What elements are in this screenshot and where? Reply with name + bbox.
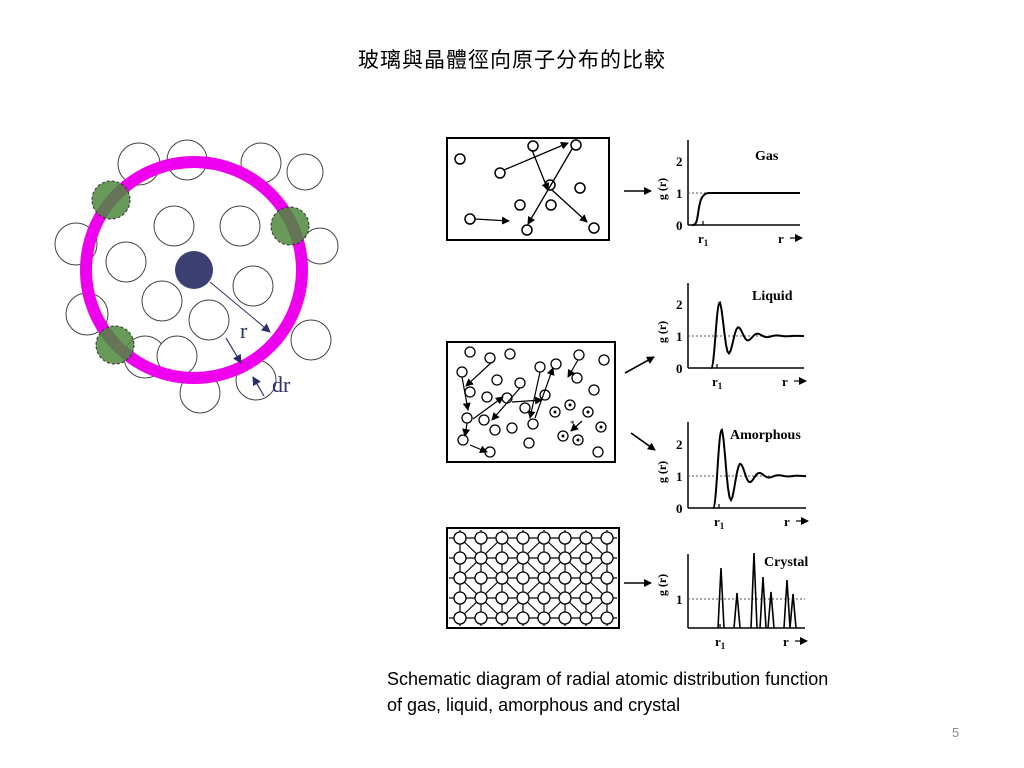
lattice-atom: [579, 531, 593, 545]
lattice-atom: [558, 591, 572, 605]
gas-ytick-2: 2: [676, 154, 683, 169]
page-number: 5: [952, 725, 960, 740]
lattice-atom: [516, 591, 530, 605]
gas-xlabel: r: [778, 231, 784, 246]
lattice-atom: [600, 531, 614, 545]
lattice-atom: [579, 591, 593, 605]
lattice-atom: [516, 571, 530, 585]
lattice-atom: [537, 591, 551, 605]
figure-caption: Schematic diagram of radial atomic distr…: [387, 666, 828, 718]
lattice-atom: [474, 591, 488, 605]
lattice-atom: [600, 611, 614, 625]
slide-title: 玻璃與晶體徑向原子分布的比較: [358, 48, 666, 72]
gas-r1-label: r1: [698, 231, 709, 248]
crystal-peak: [783, 579, 791, 629]
lattice-atom: [474, 611, 488, 625]
liquid-ytick-0: 0: [676, 361, 683, 376]
lattice-atom: [453, 571, 467, 585]
lattice-atom: [579, 611, 593, 625]
lattice-atom: [495, 531, 509, 545]
inner-atoms: [105, 205, 274, 377]
lattice-atom: [516, 551, 530, 565]
lattice-atom: [495, 591, 509, 605]
lattice-atom: [474, 531, 488, 545]
lattice-atom: [537, 611, 551, 625]
lattice-atom: [579, 551, 593, 565]
amorphous-ytick-0: 0: [676, 501, 683, 516]
amorphous-panel-name: Amorphous: [730, 428, 801, 443]
lattice-atom: [495, 571, 509, 585]
lattice-atom: [558, 531, 572, 545]
radial-shell-diagram: r dr: [54, 139, 339, 414]
crystal-peak: [759, 576, 767, 629]
amorphous-ylabel: g (r): [655, 461, 669, 483]
crystal-peak: [733, 592, 741, 629]
svg-text:*: *: [570, 419, 575, 429]
liquid-r1-label: r1: [712, 374, 723, 391]
liquid-ytick-2: 2: [676, 297, 683, 312]
amorphous-gr-curve: [712, 428, 806, 509]
amorphous-xlabel: r: [784, 514, 790, 529]
connector-arrows: [624, 187, 656, 587]
caption-line-2: of gas, liquid, amorphous and crystal: [387, 695, 681, 715]
caption-line-1: Schematic diagram of radial atomic distr…: [387, 669, 829, 689]
gas-box: [446, 137, 610, 241]
gas-ylabel: g (r): [655, 178, 669, 200]
lattice-atom: [453, 611, 467, 625]
lattice-atom: [579, 571, 593, 585]
crystal-peak: [767, 591, 775, 629]
amorphous-ytick-1: 1: [676, 469, 683, 484]
lattice-atom: [495, 551, 509, 565]
liquid-amorphous-box: *: [446, 341, 616, 463]
liquid-panel-name: Liquid: [752, 289, 793, 304]
lattice-atom: [453, 531, 467, 545]
gas-panel-name: Gas: [755, 149, 779, 164]
crystal-peak: [789, 593, 797, 629]
crystal-panel-name: Crystal: [764, 555, 808, 570]
gas-ytick-0: 0: [676, 218, 683, 233]
liquid-gr-panel: 2 1 0 g (r) r1 r Liquid: [655, 283, 807, 391]
crystal-ylabel: g (r): [655, 574, 669, 596]
lattice-atom: [558, 611, 572, 625]
amorphous-ytick-2: 2: [676, 437, 683, 452]
liquid-ylabel: g (r): [655, 321, 669, 343]
r-label: r: [240, 318, 248, 343]
lattice-atom: [453, 551, 467, 565]
liquid-gr-curve: [710, 301, 805, 369]
crystal-lattice-box: [446, 527, 620, 629]
gas-gr-panel: 2 1 0 g (r) r1 r Gas: [655, 140, 803, 248]
crystal-gr-panel: 1 g (r) r1 r Crystal: [655, 552, 808, 651]
dr-label: dr: [272, 372, 291, 397]
lattice-atom: [537, 551, 551, 565]
gas-ytick-1: 1: [676, 186, 683, 201]
shell-atoms: [91, 180, 310, 365]
crystal-peak: [717, 567, 725, 629]
lattice-atom: [558, 571, 572, 585]
lattice-atom: [474, 551, 488, 565]
lattice-atom: [600, 571, 614, 585]
lattice-atom: [453, 591, 467, 605]
lattice-atom: [600, 591, 614, 605]
liquid-xlabel: r: [782, 374, 788, 389]
center-atom: [175, 251, 213, 289]
liquid-ytick-1: 1: [676, 329, 683, 344]
amorphous-r1-label: r1: [714, 514, 725, 531]
lattice-atom: [516, 611, 530, 625]
lattice-atom: [474, 571, 488, 585]
lattice-atom: [537, 571, 551, 585]
gas-gr-curve: [692, 192, 800, 226]
lattice-atom: [600, 551, 614, 565]
crystal-r1-label: r1: [715, 634, 726, 651]
crystal-peak: [750, 552, 758, 629]
crystal-xlabel: r: [783, 634, 789, 649]
lattice-atom: [537, 531, 551, 545]
shell-ring: [80, 156, 308, 384]
lattice-atom: [495, 611, 509, 625]
crystal-ytick-1: 1: [676, 592, 683, 607]
lattice-atom: [558, 551, 572, 565]
amorphous-gr-panel: 2 1 0 g (r) r1 r Amorphous: [655, 422, 809, 531]
lattice-atom: [516, 531, 530, 545]
